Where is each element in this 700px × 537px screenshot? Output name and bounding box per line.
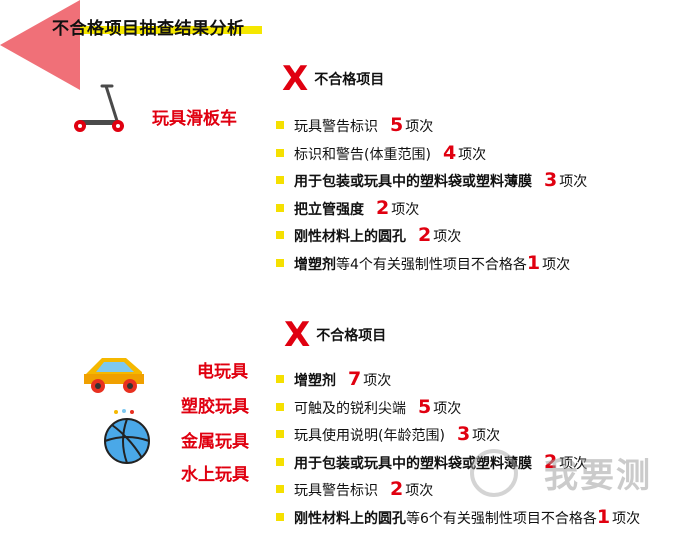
section2-list: 增塑剂 7 项次 可触及的锐利尖端 5 项次 玩具使用说明(年龄范围) 3 项次… [276,368,640,533]
section2-header: X 不合格项目 [284,318,386,352]
bullet [276,485,284,493]
category-water-toy: 水上玩具 [181,465,249,485]
bullet [276,430,284,438]
list-item: 增塑剂 等4个有关强制性项目不合格各 1 项次 [276,252,587,280]
list-item: 增塑剂 7 项次 [276,368,640,396]
category-scooter: 玩具滑板车 [152,109,237,129]
page-title: 不合格项目抽查结果分析 [52,19,245,39]
corner-triangle-decoration [0,0,80,90]
toy-car-icon [84,358,144,393]
bullet [276,402,284,411]
watermark-text: 我要测 [544,456,652,496]
bullet [276,203,284,212]
bullet [276,375,284,383]
list-item: 标识和警告(体重范围) 4 项次 [276,142,587,170]
bullet [276,148,284,157]
section1-header-label: 不合格项目 [314,72,385,88]
section2-header-label: 不合格项目 [316,328,387,344]
watermark-logo-icon [470,449,518,497]
x-mark-icon: X [282,59,309,99]
section1-list: 玩具警告标识 5 项次 标识和警告(体重范围) 4 项次 用于包装或玩具中的塑料… [276,114,587,279]
bullet [276,457,284,466]
list-item: 玩具警告标识 2 项次 [276,478,640,506]
list-item: 用于包装或玩具中的塑料袋或塑料薄膜 3 项次 [276,169,587,197]
list-item: 把立管强度 2 项次 [276,197,587,225]
list-item: 刚性材料上的圆孔 等6个有关强制性项目不合格各 1 项次 [276,506,640,534]
category-metal-toy: 金属玩具 [181,432,249,452]
category-electric-toy: 电玩具 [197,362,248,382]
ball-icon [104,409,150,464]
bullet [276,258,284,267]
bullet [276,121,284,129]
list-item: 可触及的锐利尖端 5 项次 [276,396,640,424]
section1-header: X 不合格项目 [282,62,384,96]
bullet [276,231,284,239]
list-item: 刚性材料上的圆孔 2 项次 [276,224,587,252]
bullet [276,512,284,521]
bullet [276,176,284,184]
x-mark-icon: X [284,315,311,355]
category-plastic-toy: 塑胶玩具 [181,397,249,417]
list-item: 玩具使用说明(年龄范围) 3 项次 [276,423,640,451]
scooter-icon [74,84,124,132]
list-item: 玩具警告标识 5 项次 [276,114,587,142]
